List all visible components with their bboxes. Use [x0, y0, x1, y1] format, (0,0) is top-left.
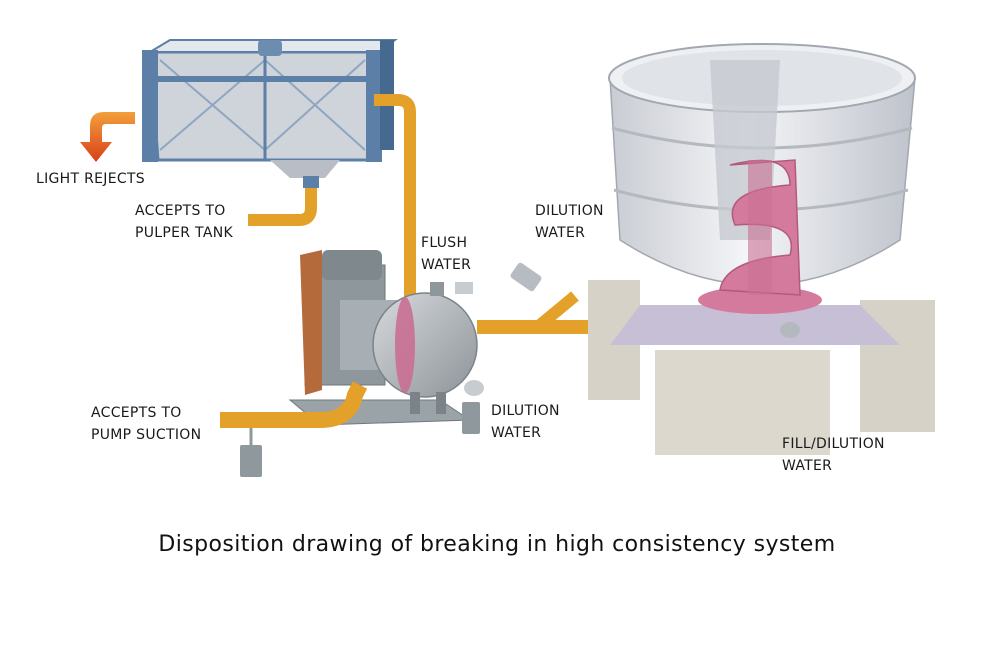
accepts-pulper-tank-label: ACCEPTS TO PULPER TANK	[135, 203, 233, 241]
flush-water-label: FLUSH WATER	[421, 235, 472, 273]
dilution-water-top-label: DILUTION WATER	[535, 203, 604, 241]
rotor	[698, 159, 822, 314]
accepts-pulper-pipe	[248, 188, 317, 226]
suction-pipe	[220, 381, 368, 428]
light-rejects-label: LIGHT REJECTS	[36, 171, 145, 187]
suction-valve	[240, 445, 262, 477]
accepts-pump-suction-label: ACCEPTS TO PUMP SUCTION	[91, 405, 202, 443]
dilution-water-bottom-label: DILUTION WATER	[491, 403, 560, 441]
feed-pipe	[374, 94, 416, 300]
light-rejects-arrow	[80, 112, 135, 162]
figure-caption: Disposition drawing of breaking in high …	[158, 532, 836, 557]
motor-assembly	[288, 250, 472, 426]
fill-dilution-water-label: FILL/DILUTION WATER	[782, 436, 885, 474]
pump-body	[372, 282, 478, 414]
dilution-valve-top	[510, 262, 542, 292]
pulper-tank	[588, 43, 935, 455]
screen-unit	[142, 39, 398, 188]
dilution-pipe-top	[536, 291, 579, 330]
dilution-valve-bottom	[462, 402, 480, 434]
